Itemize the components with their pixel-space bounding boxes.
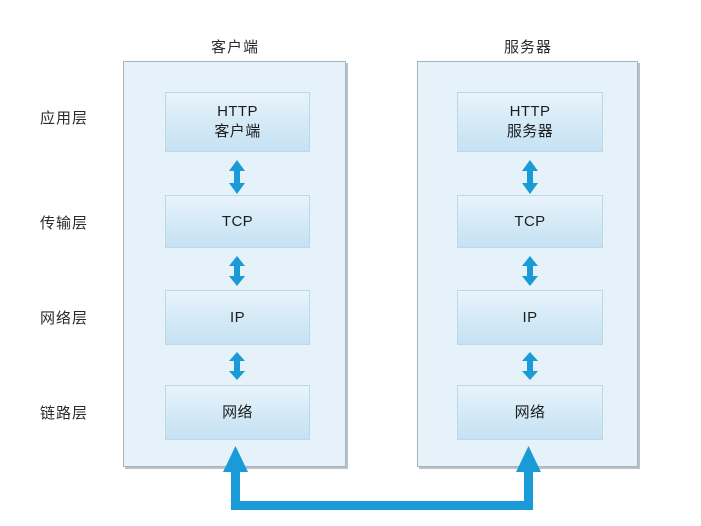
server-arrow-network-link: [519, 352, 541, 385]
server-column-title: 服务器: [503, 39, 553, 56]
client-arrow-network-link: [226, 352, 248, 385]
server-box-ip[interactable]: IP: [457, 290, 606, 348]
layer-label-application: 应用层: [40, 110, 89, 127]
server-box-tcp-line1: TCP: [514, 212, 546, 230]
server-arrow-transport-network: [519, 256, 541, 291]
server-box-tcp[interactable]: TCP: [457, 195, 606, 251]
client-box-tcp-line1: TCP: [221, 212, 254, 230]
server-box-link[interactable]: 网络: [457, 385, 606, 443]
client-column-title: 客户端: [210, 39, 260, 56]
client-box-http[interactable]: HTTP 客户端: [165, 92, 313, 155]
server-box-link-line1: 网络: [514, 403, 546, 421]
server-arrow-app-transport: [519, 160, 541, 199]
server-box-ip-line1: IP: [522, 308, 538, 326]
layer-label-transport: 传输层: [40, 215, 89, 232]
client-arrow-transport-network: [226, 256, 248, 291]
client-box-http-line1: HTTP: [217, 103, 258, 121]
client-box-link[interactable]: 网络: [165, 385, 313, 443]
layer-label-link: 链路层: [40, 405, 89, 422]
client-arrow-app-transport: [226, 160, 248, 199]
layer-label-network: 网络层: [40, 310, 89, 327]
server-box-http-line1: HTTP: [509, 103, 551, 121]
client-box-http-line2: 客户端: [214, 123, 261, 140]
client-box-link-line1: 网络: [222, 403, 253, 421]
server-box-http[interactable]: HTTP 服务器: [457, 92, 606, 155]
server-box-http-line2: 服务器: [506, 123, 554, 140]
client-box-ip[interactable]: IP: [165, 290, 313, 348]
client-box-tcp[interactable]: TCP: [165, 195, 313, 251]
client-box-ip-line1: IP: [230, 308, 245, 326]
